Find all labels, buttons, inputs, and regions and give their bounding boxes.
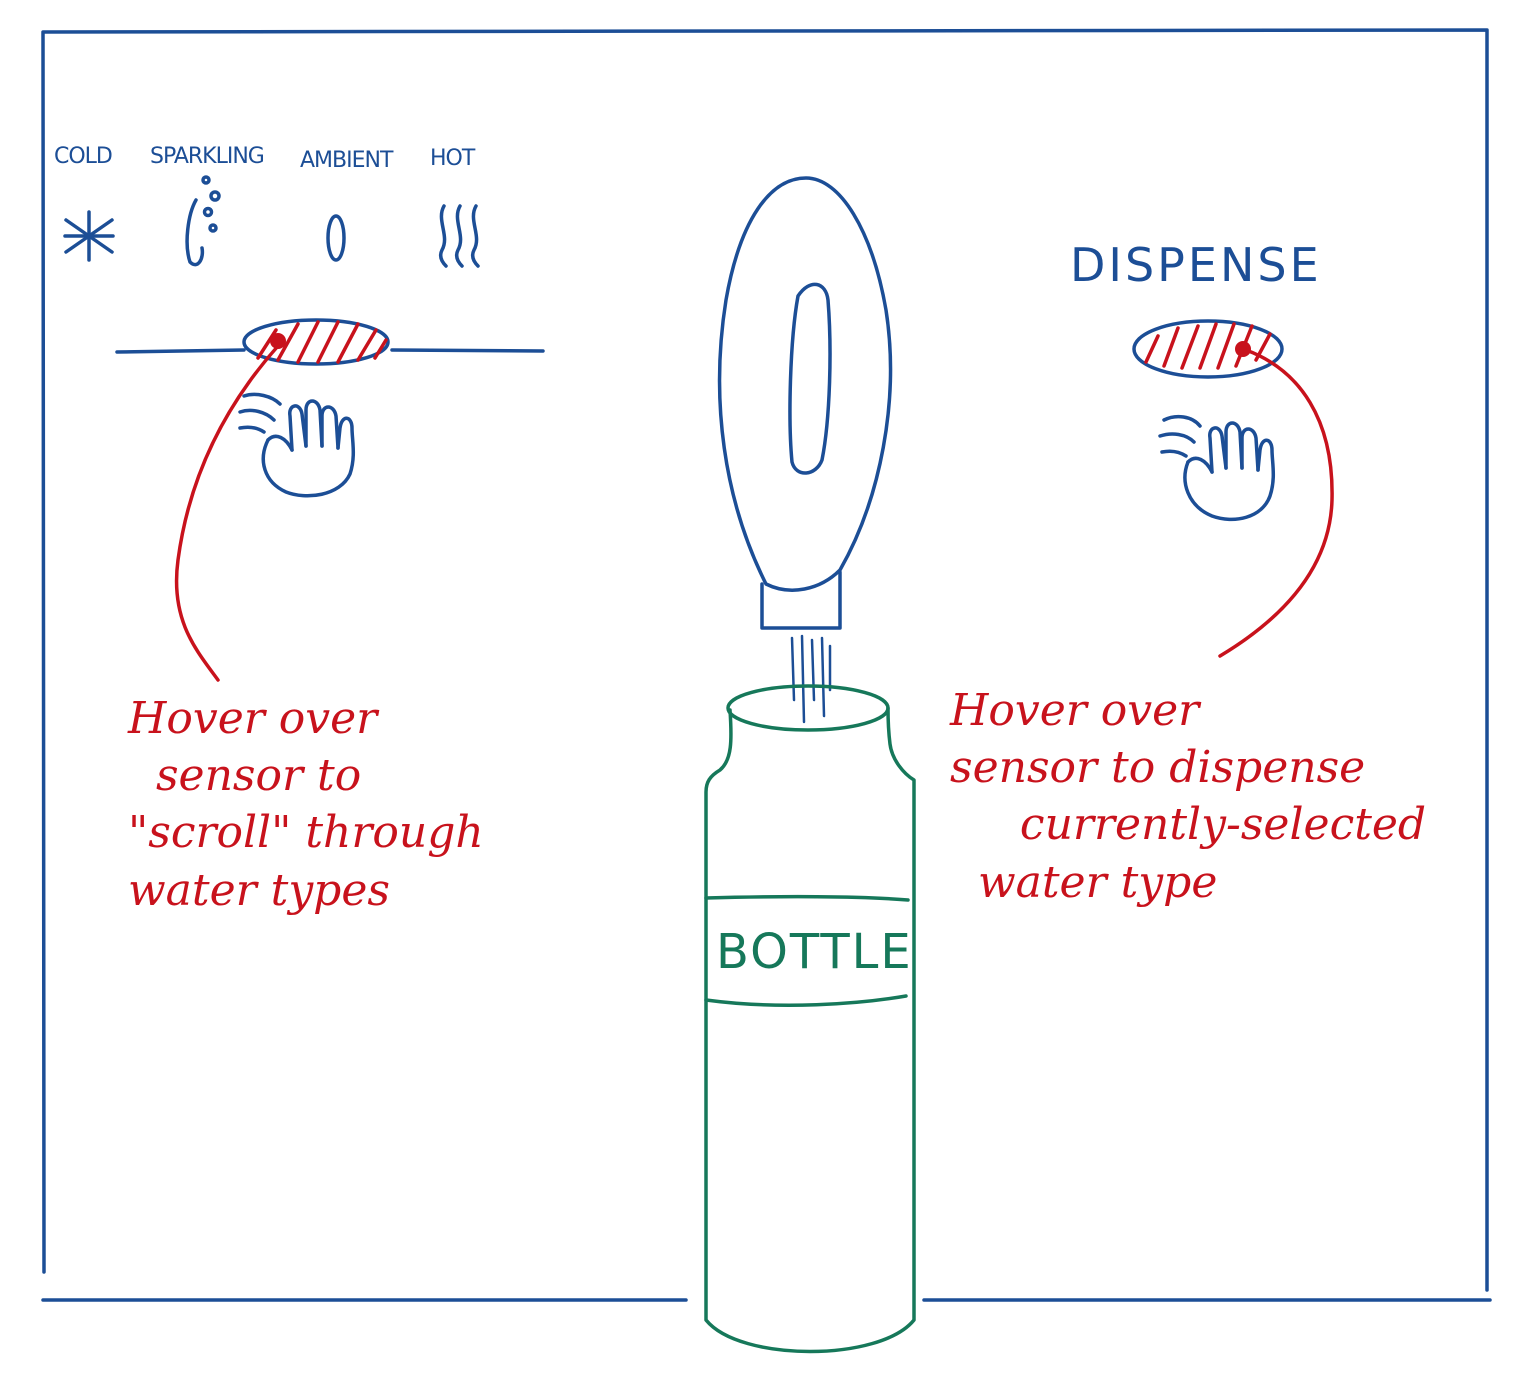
dispense-leader-line [1218,348,1334,658]
bottle-label: BOTTLE [716,924,913,980]
scroll-sensor[interactable] [115,318,545,366]
dispenser-nozzle [717,176,893,630]
water-stream [790,634,832,724]
scroll-leader-line [174,344,280,682]
dispense-label: DISPENSE [1070,238,1322,292]
hand-icon-dispense [1158,414,1276,522]
water-type-label-sparkling: SPARKLING [150,144,265,169]
dispense-sensor[interactable] [1132,319,1284,379]
scroll-sensor-note: Hover over sensor to "scroll" through wa… [128,693,484,916]
water-type-label-ambient: AMBIENT [300,148,393,173]
hand-icon-scroll [238,392,356,498]
steam-icon [438,204,480,268]
machine-frame [41,28,1492,1302]
water-drop-icon [326,214,346,262]
dispense-sensor-note: Hover over sensor to dispense currently-… [950,685,1427,908]
bubbles-icon [185,175,221,267]
snowflake-icon [63,210,115,262]
water-type-label-cold: COLD [54,144,113,169]
bottle [704,684,916,1354]
water-type-label-hot: HOT [430,146,475,171]
